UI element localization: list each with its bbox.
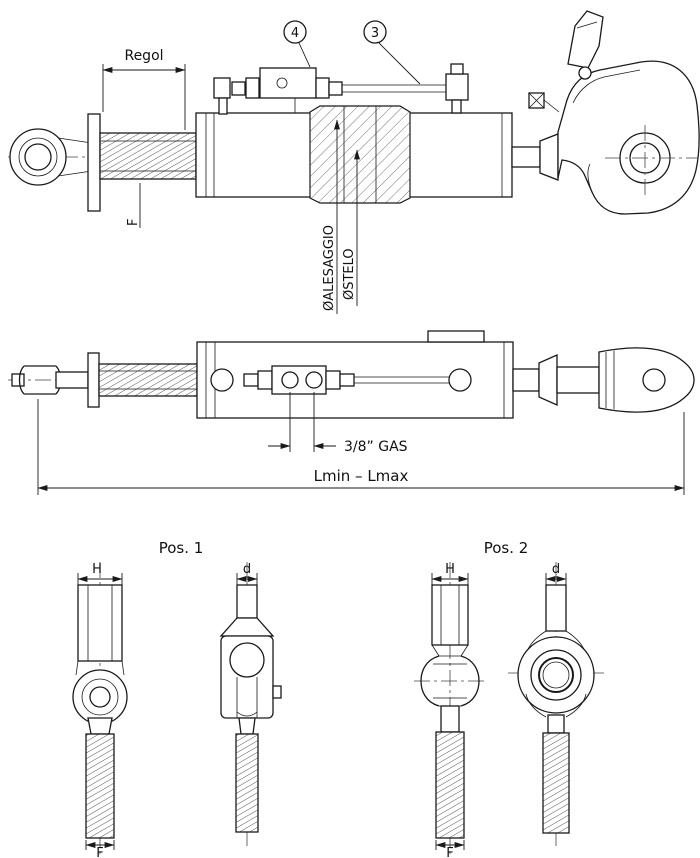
threaded-adjuster-side — [98, 363, 198, 397]
pos2-side-view: H F — [414, 562, 486, 858]
flange-plate — [87, 113, 101, 212]
dimension-bore-rod: ØALESAGGIO ØSTELO — [322, 119, 360, 314]
flange-plate-side — [87, 352, 100, 408]
dimension-gas: 3/8” GAS — [268, 392, 408, 455]
hydraulic-hose — [342, 84, 446, 93]
dimension-f-top: F — [126, 183, 141, 228]
top-view: Regol F — [8, 10, 700, 314]
elbow-fitting — [213, 77, 231, 99]
piston-rod-top — [511, 146, 541, 168]
detail-pos2: Pos. 2 H F d — [414, 539, 604, 858]
pos2-d-label: d — [552, 562, 560, 577]
pos2-f-label: F — [446, 846, 453, 858]
dimension-regol: Regol — [102, 48, 186, 130]
pos2-front-view: d — [508, 562, 604, 846]
hook-assembly — [528, 10, 700, 215]
valve-block — [259, 67, 317, 99]
balloon-3: 3 — [363, 20, 421, 85]
valve-block-assembly — [213, 63, 469, 115]
pos1-front-view: d — [219, 562, 282, 846]
pos2-h-label: H — [445, 562, 455, 577]
threaded-adjuster — [99, 132, 197, 180]
dimension-length: Lmin – Lmax — [37, 399, 685, 495]
side-view: 3/8” GAS Lmin – Lmax — [8, 330, 695, 495]
ball-end-left — [11, 365, 89, 395]
balloon-4-label: 4 — [291, 26, 299, 41]
port-fittings — [243, 365, 450, 395]
balloon-3-label: 3 — [371, 26, 379, 41]
pos1-title: Pos. 1 — [159, 539, 204, 557]
protective-boot — [309, 105, 411, 204]
rod-diameter-label: ØSTELO — [342, 248, 357, 300]
pos1-side-view: H F — [72, 562, 128, 858]
regol-label: Regol — [124, 48, 163, 64]
pos2-title: Pos. 2 — [484, 539, 529, 557]
pos1-d-label: d — [243, 562, 251, 577]
gas-thread-label: 3/8” GAS — [344, 439, 408, 455]
bore-diameter-label: ØALESAGGIO — [322, 225, 337, 311]
yoke-end-right — [512, 347, 695, 413]
ball-joint-left — [9, 128, 93, 186]
length-range-label: Lmin – Lmax — [314, 467, 409, 485]
port-boss — [427, 330, 485, 343]
pos1-f-label: F — [96, 846, 103, 858]
detail-pos1: Pos. 1 H F d — [72, 539, 282, 858]
hook-latch — [567, 10, 604, 69]
flange-f-label: F — [126, 219, 141, 226]
balloon-4: 4 — [283, 20, 311, 68]
pos1-h-label: H — [92, 562, 102, 577]
